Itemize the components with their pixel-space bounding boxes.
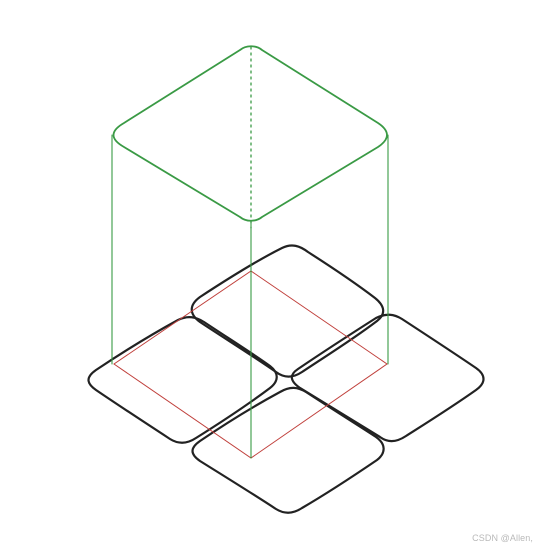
- rounded-box-green-outline: [111, 45, 389, 459]
- tile-front: [191, 386, 385, 514]
- box-top-face: [112, 45, 388, 222]
- tile-left: [87, 316, 278, 444]
- watermark: CSDN @Allen,: [472, 533, 533, 543]
- black-tiles: [87, 244, 485, 514]
- tile-back: [190, 244, 385, 378]
